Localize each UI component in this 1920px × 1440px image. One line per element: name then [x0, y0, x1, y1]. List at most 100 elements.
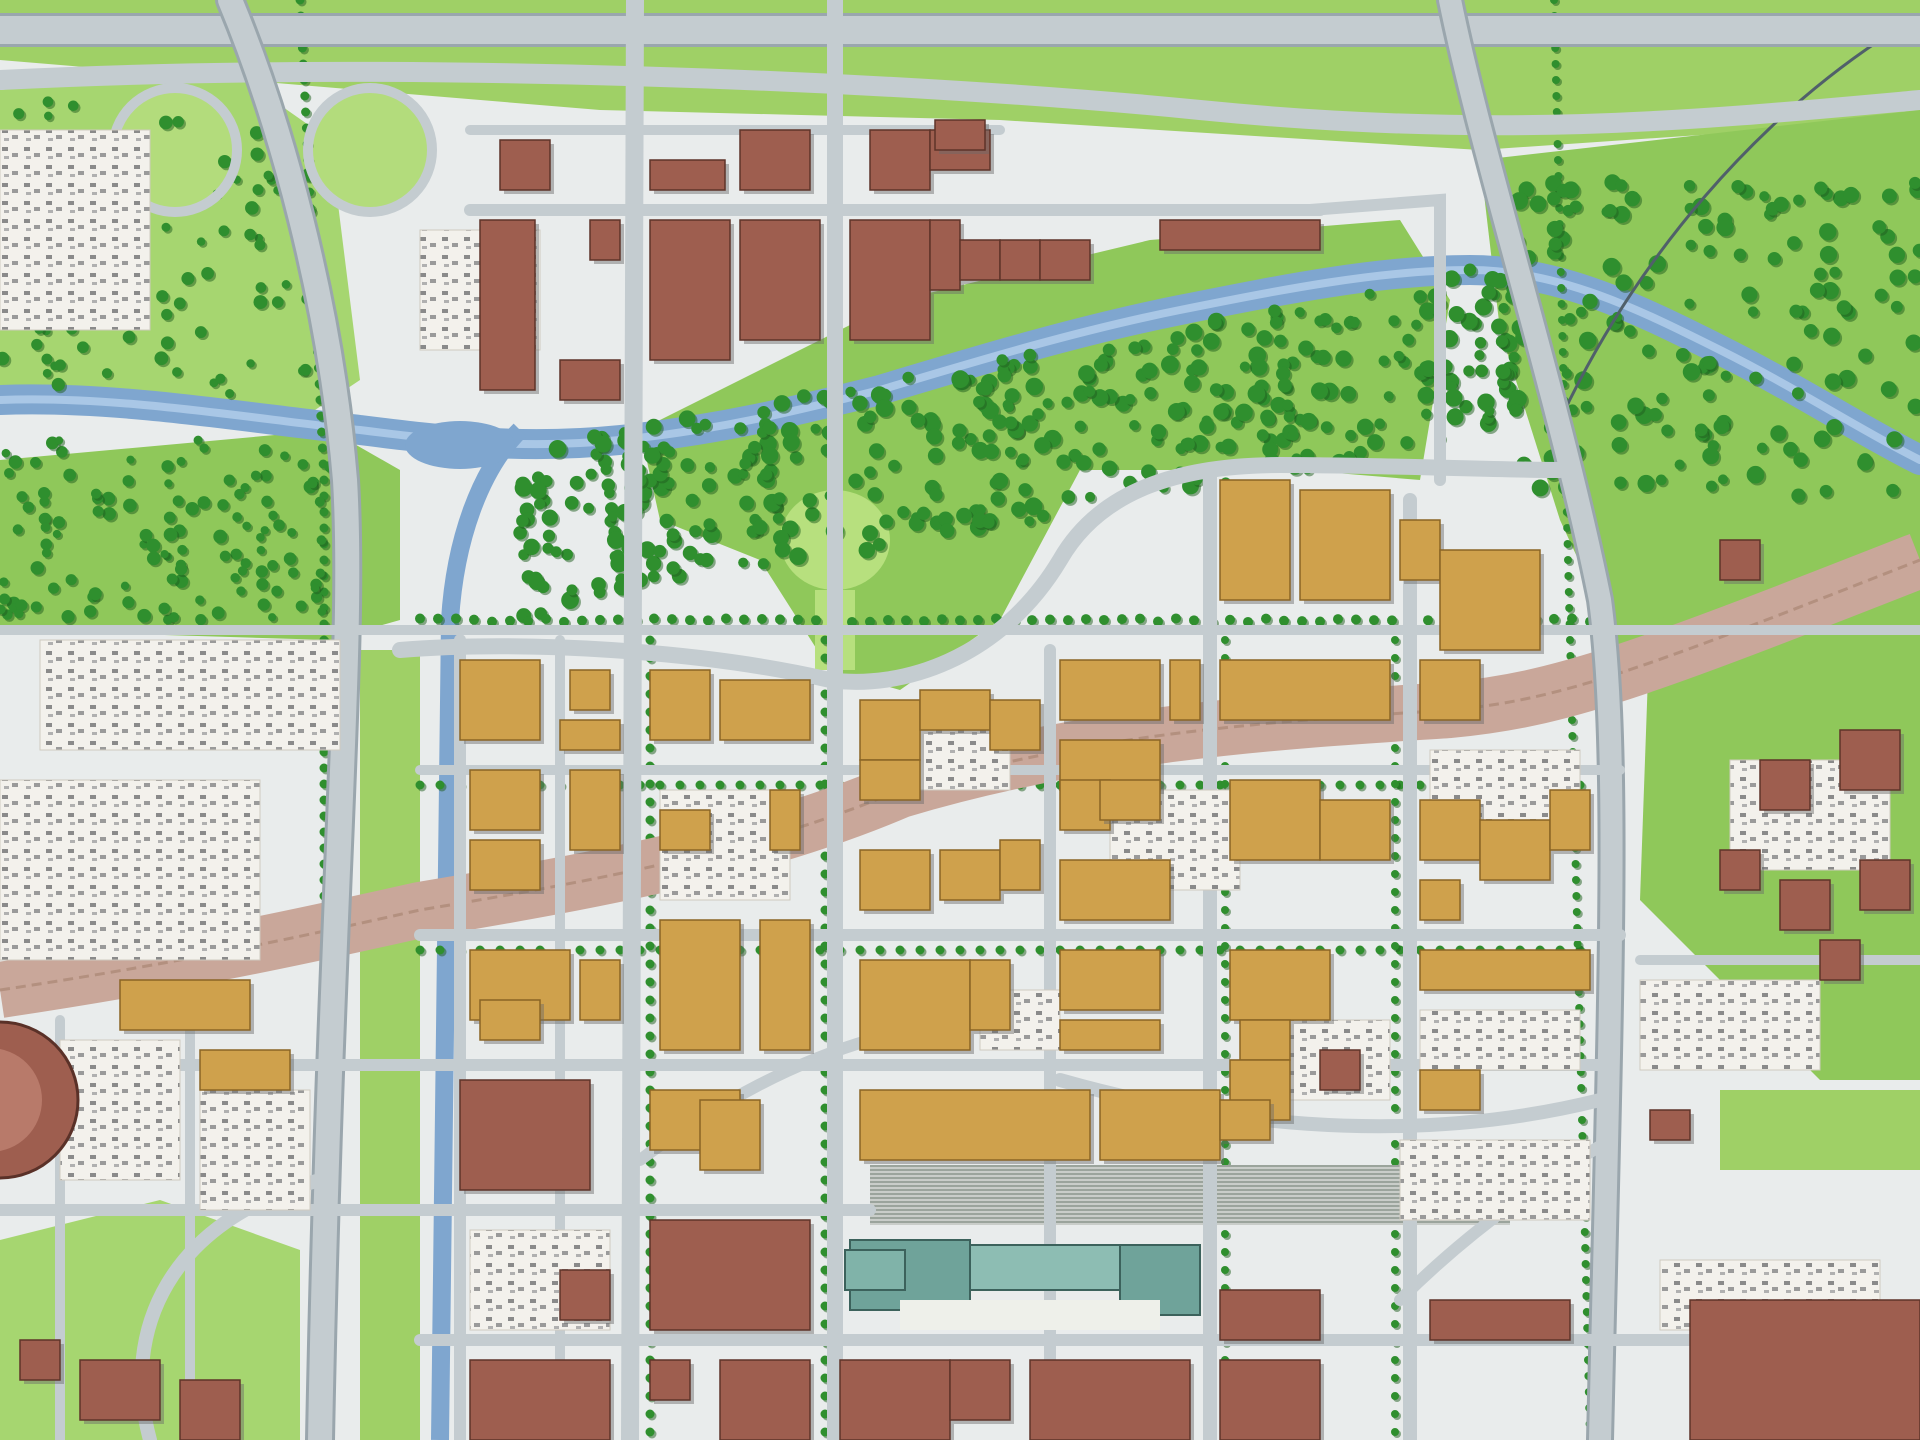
tree: [1421, 408, 1432, 420]
tree: [1391, 1050, 1399, 1058]
tree: [101, 491, 116, 506]
tree: [610, 554, 628, 573]
tree: [564, 496, 579, 510]
tree: [1448, 306, 1465, 323]
tree: [1582, 293, 1598, 310]
tree: [1241, 322, 1255, 337]
proposed-building: [859, 959, 971, 1051]
tree: [12, 524, 24, 535]
tree: [1568, 716, 1576, 724]
tree: [268, 613, 277, 622]
proposed-building: [859, 759, 921, 801]
tree: [645, 743, 655, 753]
tree: [63, 468, 77, 482]
tree: [1375, 780, 1385, 790]
existing-building: [469, 1359, 611, 1440]
tree: [317, 443, 327, 453]
tree: [1277, 378, 1292, 393]
tree: [1273, 334, 1287, 348]
tree: [606, 531, 625, 549]
tree: [1484, 406, 1495, 417]
tree: [1819, 245, 1838, 264]
tree: [901, 615, 911, 626]
tree: [1004, 446, 1016, 458]
tree: [1498, 302, 1509, 314]
parking-lot: [39, 639, 341, 751]
tree: [655, 780, 665, 790]
tree: [811, 615, 821, 626]
tree: [154, 351, 169, 366]
existing-building: [1779, 879, 1831, 931]
tree: [1558, 332, 1567, 340]
tree: [938, 511, 953, 527]
proposed-building: [859, 699, 921, 761]
tree: [645, 977, 655, 987]
tree: [701, 478, 717, 493]
tree: [1335, 945, 1345, 955]
proposed-building: [939, 849, 1001, 901]
tree: [1411, 319, 1422, 330]
tree: [1335, 780, 1345, 790]
tree: [1874, 288, 1888, 302]
tree: [1391, 744, 1399, 752]
tree: [1843, 186, 1860, 203]
existing-building: [649, 1219, 811, 1331]
tree: [230, 573, 240, 583]
tree: [1858, 348, 1873, 363]
tree: [1207, 315, 1222, 330]
tree: [215, 373, 226, 384]
existing-building: [999, 239, 1041, 281]
tree: [39, 496, 50, 507]
tree: [225, 389, 235, 399]
tree: [1907, 398, 1920, 415]
tree: [927, 447, 944, 464]
tree: [1141, 464, 1156, 480]
tree: [1355, 945, 1365, 955]
tree: [40, 522, 51, 533]
tree: [310, 591, 323, 603]
tree: [319, 555, 329, 565]
tree: [689, 525, 702, 538]
tree: [888, 459, 901, 472]
tree: [1814, 181, 1828, 195]
tree: [172, 495, 184, 507]
tree: [172, 116, 184, 128]
tree: [1387, 615, 1397, 626]
tree: [1027, 615, 1037, 626]
tree: [595, 614, 605, 625]
tree: [1102, 343, 1115, 356]
tree: [951, 436, 966, 450]
tree: [1881, 188, 1897, 204]
tree: [997, 368, 1012, 383]
tree: [211, 606, 225, 620]
tree: [451, 613, 461, 624]
tree: [268, 510, 278, 521]
tree: [1655, 474, 1667, 486]
tree: [316, 535, 327, 545]
tree: [1614, 476, 1627, 490]
tree: [1243, 616, 1253, 627]
tree: [1491, 318, 1507, 335]
tree: [1345, 429, 1357, 442]
tree: [1578, 331, 1597, 350]
tree: [319, 475, 329, 485]
existing-building: [949, 1359, 1011, 1421]
tree: [1563, 540, 1572, 548]
tree: [975, 945, 985, 955]
tree: [1037, 509, 1050, 523]
existing-building: [649, 219, 731, 361]
tree: [1552, 92, 1561, 100]
tree: [1297, 616, 1307, 627]
tree: [685, 493, 699, 508]
tree: [217, 499, 229, 511]
tree: [42, 96, 54, 108]
tree: [297, 459, 309, 470]
tree: [699, 418, 712, 431]
tree: [645, 779, 655, 789]
tree: [1674, 459, 1685, 470]
union-station: [844, 1239, 1201, 1330]
tree: [864, 466, 876, 479]
tree: [1553, 140, 1562, 148]
tree: [575, 945, 585, 955]
